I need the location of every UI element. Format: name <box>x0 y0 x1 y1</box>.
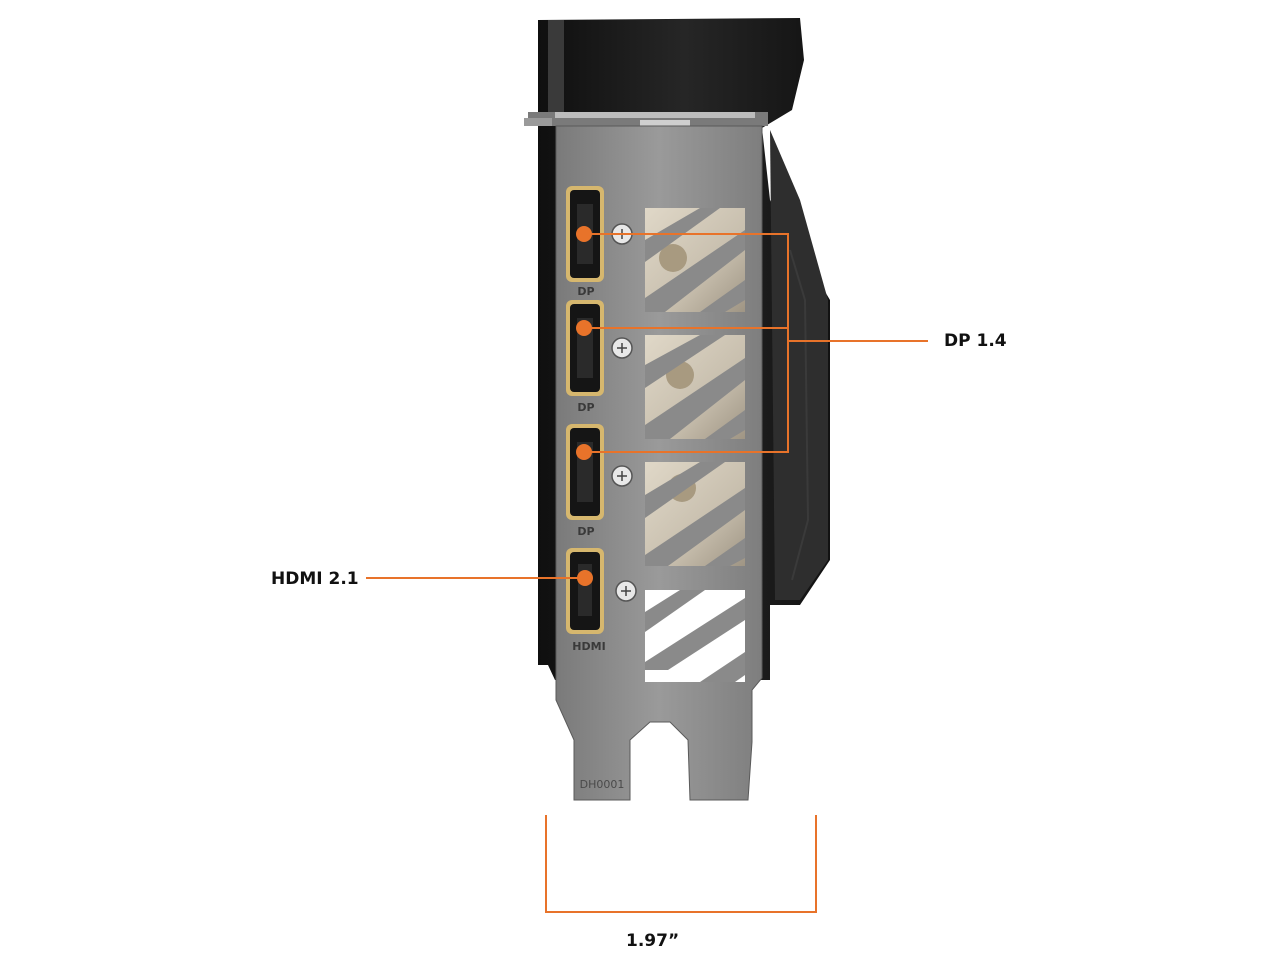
bracket-mounting-tab <box>524 112 768 130</box>
hdmi-vent-openings <box>645 590 745 682</box>
displayport-2 <box>566 300 604 396</box>
dp-port-label-2: DP <box>577 401 594 414</box>
hdmi-port-label: HDMI <box>572 640 605 653</box>
bracket-part-code: DH0001 <box>580 778 625 791</box>
hdmi-callout-line <box>366 570 593 586</box>
vent-slats <box>645 208 745 566</box>
displayport-3 <box>566 424 604 520</box>
dp-version-label: DP 1.4 <box>944 331 1007 351</box>
width-dimension-bracket <box>545 815 817 913</box>
bracket-width-label: 1.97” <box>626 931 680 951</box>
dp-port-label-1: DP <box>577 285 594 298</box>
dp-callout-lines <box>584 233 928 453</box>
hdmi-port <box>566 548 604 634</box>
dp-port-label-3: DP <box>577 525 594 538</box>
dp-callout-dots <box>576 226 592 460</box>
hdmi-version-label: HDMI 2.1 <box>271 569 359 589</box>
